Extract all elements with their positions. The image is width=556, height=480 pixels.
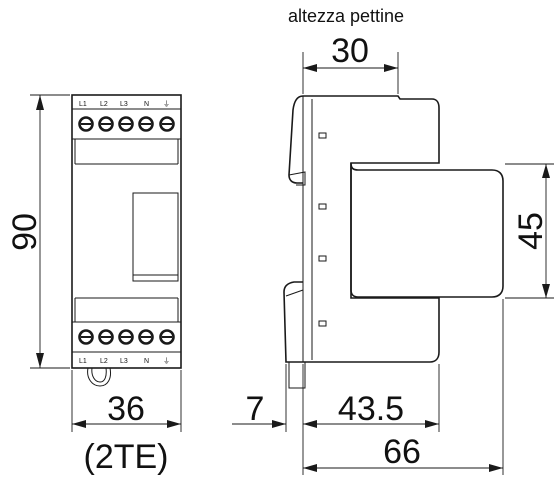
ground-icon: ⏚ [163, 100, 170, 108]
side-housing [295, 95, 440, 363]
front-height-dimension: 90 [6, 94, 70, 369]
clip-tab [288, 361, 306, 389]
screw-icon [118, 116, 134, 132]
inner-height-dimension: 45 [505, 163, 554, 299]
vent [318, 320, 327, 327]
din-clip [87, 367, 111, 387]
rail-offset-value: 7 [246, 390, 265, 428]
body-depth-value: 43.5 [338, 390, 404, 428]
terminal-label-n: N [144, 358, 149, 365]
vent [318, 132, 327, 139]
caption: altezza pettine [288, 6, 404, 26]
terminal-label-l3: L3 [120, 358, 128, 365]
terminal-label-l2: L2 [100, 358, 108, 365]
ground-icon: ⏚ [163, 357, 170, 365]
upper-screw-row [78, 116, 175, 132]
screw-icon [159, 329, 175, 345]
width-value: 36 [107, 390, 145, 428]
screw-icon [159, 116, 175, 132]
height-value: 90 [6, 213, 44, 251]
comb-height-value: 30 [331, 32, 369, 70]
screw-icon [98, 329, 114, 345]
module-count: (2TE) [84, 438, 169, 476]
front-width-dimension: 36 (2TE) [71, 370, 182, 476]
comb-height-dimension: altezza pettine 30 [288, 6, 404, 94]
front-view: L1 L2 L3 N ⏚ L1 L2 L3 N ⏚ [71, 94, 182, 387]
terminal-label-l1: L1 [79, 358, 87, 365]
front-window [132, 192, 179, 282]
terminal-label-l1: L1 [79, 101, 87, 108]
rail-clip [283, 281, 303, 363]
screw-icon [78, 329, 94, 345]
terminal-label-l2: L2 [100, 101, 108, 108]
screw-icon [98, 116, 114, 132]
screw-icon [138, 116, 154, 132]
terminal-label-n: N [144, 101, 149, 108]
screw-icon [138, 329, 154, 345]
inner-height-value: 45 [512, 212, 550, 250]
screw-icon [118, 329, 134, 345]
vent [318, 255, 327, 262]
terminal-label-l3: L3 [120, 101, 128, 108]
side-view [283, 95, 504, 389]
front-body-outline [71, 94, 182, 369]
depth-dimensions: 7 43.5 66 [232, 299, 504, 475]
screw-icon [78, 116, 94, 132]
lower-screw-row [78, 329, 175, 345]
vent [318, 203, 327, 210]
total-depth-value: 66 [383, 433, 421, 471]
front-block [350, 162, 504, 298]
